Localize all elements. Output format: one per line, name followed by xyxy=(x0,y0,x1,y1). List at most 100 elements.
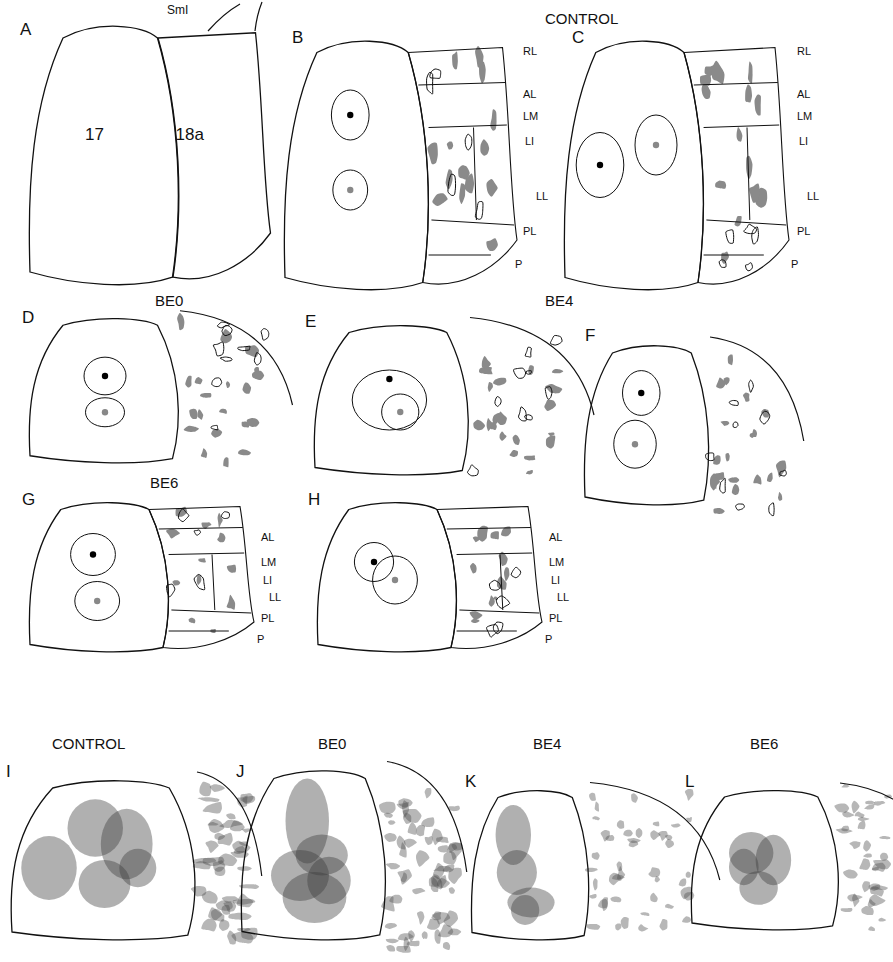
area17-outline xyxy=(314,326,468,475)
label-patch xyxy=(621,917,629,929)
map-panel xyxy=(314,318,594,476)
label-patch xyxy=(427,919,440,930)
area-label: LM xyxy=(522,110,539,123)
label-patch-outline xyxy=(448,174,456,195)
label-patch xyxy=(459,183,465,204)
label-patch xyxy=(386,939,399,943)
injection-site xyxy=(623,371,661,416)
label-patch xyxy=(863,854,872,858)
label-patch xyxy=(544,400,556,411)
area-label: LI xyxy=(798,135,809,148)
label-patch xyxy=(665,904,674,909)
label-patch xyxy=(745,84,752,102)
label-patch xyxy=(205,840,218,852)
label-patch xyxy=(749,184,760,203)
label-patch xyxy=(716,377,726,388)
area-border xyxy=(429,125,507,128)
label-patch xyxy=(227,565,236,573)
injection-site xyxy=(331,90,369,140)
area-label: AL xyxy=(796,88,811,101)
label-patch xyxy=(743,393,750,402)
area-border xyxy=(704,255,764,256)
label-patch xyxy=(425,836,433,845)
injection-dot xyxy=(392,577,398,583)
label-patch xyxy=(868,899,876,907)
label-patch xyxy=(448,929,462,936)
label-patch xyxy=(386,945,395,952)
label-patch xyxy=(166,529,180,539)
injection-site xyxy=(614,420,657,468)
label-patch xyxy=(208,907,224,921)
area-border xyxy=(474,128,477,220)
label-patch-outline xyxy=(545,387,552,400)
label-patch xyxy=(862,881,870,892)
label-patch xyxy=(858,821,866,829)
label-patch xyxy=(388,820,396,825)
label-patch xyxy=(397,835,406,849)
panel-letter: D xyxy=(22,308,34,328)
smi-border xyxy=(255,2,262,31)
area-label: AL xyxy=(260,531,275,544)
label-patch-outline xyxy=(465,134,472,150)
label-patch xyxy=(615,923,621,930)
label-patch-outline xyxy=(780,470,787,476)
label-patch xyxy=(404,839,417,848)
label-patch xyxy=(623,830,632,837)
area-label: P xyxy=(514,258,523,271)
label-patch xyxy=(585,868,598,872)
area-border xyxy=(418,83,505,85)
region-outline-path xyxy=(29,26,178,285)
label-patch xyxy=(425,788,432,798)
label-patch xyxy=(636,828,643,838)
area-border xyxy=(706,220,786,225)
label-patch xyxy=(653,822,659,827)
area17-outline xyxy=(564,41,703,290)
area-label: LM xyxy=(260,556,277,569)
label-patch xyxy=(404,937,410,951)
label-patch xyxy=(865,801,875,805)
label-patch xyxy=(471,618,479,623)
label-patch xyxy=(879,836,890,839)
area-border xyxy=(447,528,531,530)
label-patch-outline xyxy=(238,346,250,350)
label-patch xyxy=(592,816,600,820)
label-patch xyxy=(384,813,393,818)
label-patch xyxy=(513,435,520,445)
group-title: BE0 xyxy=(318,735,346,752)
group-title: BE0 xyxy=(155,292,183,309)
label-patch xyxy=(199,782,211,797)
label-patch xyxy=(203,802,222,813)
area-border xyxy=(694,83,778,85)
injection-dot xyxy=(94,598,100,604)
label-patch xyxy=(715,472,725,480)
label-patch xyxy=(671,824,681,828)
label-patch xyxy=(396,946,410,953)
area17-outline xyxy=(29,503,168,652)
map-panel xyxy=(241,762,466,953)
label-patch xyxy=(595,802,599,812)
label-patch xyxy=(855,812,865,818)
label-patch xyxy=(700,74,711,86)
injection-dot xyxy=(397,409,403,415)
area-label: PL xyxy=(796,225,811,238)
label-patch-outline xyxy=(550,335,562,345)
label-patch xyxy=(447,142,453,150)
label-patch xyxy=(216,900,233,910)
injection-zone xyxy=(21,836,77,900)
area-border xyxy=(457,553,533,555)
label-patch xyxy=(713,508,724,514)
label-patch xyxy=(778,492,782,501)
label-patch-outline xyxy=(467,465,478,476)
area-label: SmI xyxy=(166,4,189,18)
panel-letter: F xyxy=(585,326,595,346)
label-patch xyxy=(480,139,489,156)
label-patch xyxy=(429,876,442,890)
label-patch xyxy=(443,942,450,950)
label-patch-outline xyxy=(736,504,745,510)
label-patch xyxy=(227,595,235,610)
label-patch-outline xyxy=(706,453,714,461)
label-patch xyxy=(226,381,230,388)
label-patch xyxy=(587,924,601,930)
label-patch xyxy=(177,313,184,330)
label-patch xyxy=(638,924,648,931)
